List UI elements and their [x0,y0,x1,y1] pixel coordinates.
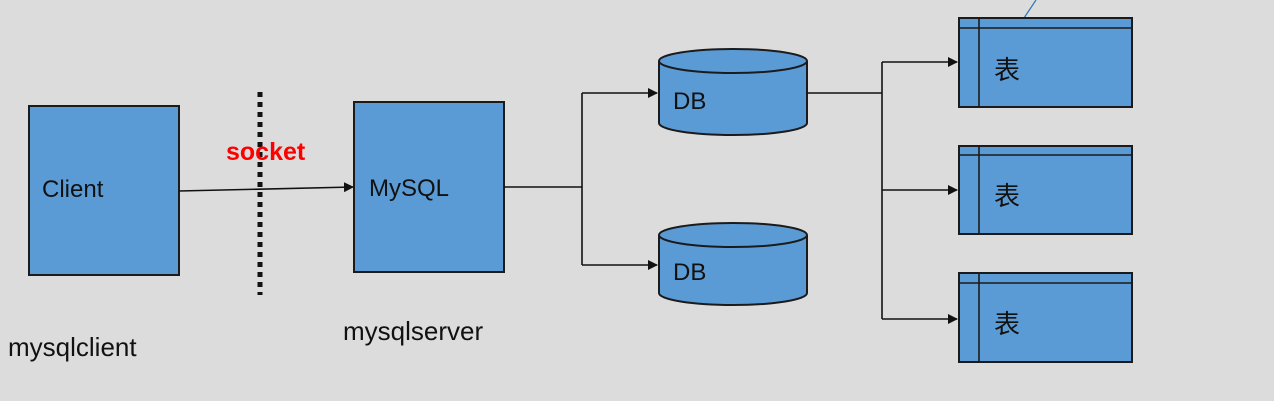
table-3-label: 表 [994,310,1020,340]
client-to-server-arrow [178,182,354,193]
db-top-node: DB [658,48,808,136]
table-node-2: 表 [958,145,1133,235]
table-node-1: 表 [958,17,1133,108]
db-to-tables-connector [807,57,958,324]
db-bottom-node: DB [658,222,808,306]
client-label: Client [42,176,104,203]
client-node: Client [28,105,180,276]
server-label: MySQL [369,175,449,202]
server-node: MySQL [353,101,505,273]
db-bottom-label: DB [673,259,706,286]
stray-connector-line [1023,0,1037,19]
server-to-db-connector [504,88,658,270]
server-caption: mysqlserver [343,316,483,346]
db-top-label: DB [673,88,706,115]
client-caption: mysqlclient [8,332,137,362]
table-node-3: 表 [958,272,1133,363]
table-2-label: 表 [994,182,1020,212]
socket-label: socket [226,138,306,166]
table-1-label: 表 [994,56,1020,86]
